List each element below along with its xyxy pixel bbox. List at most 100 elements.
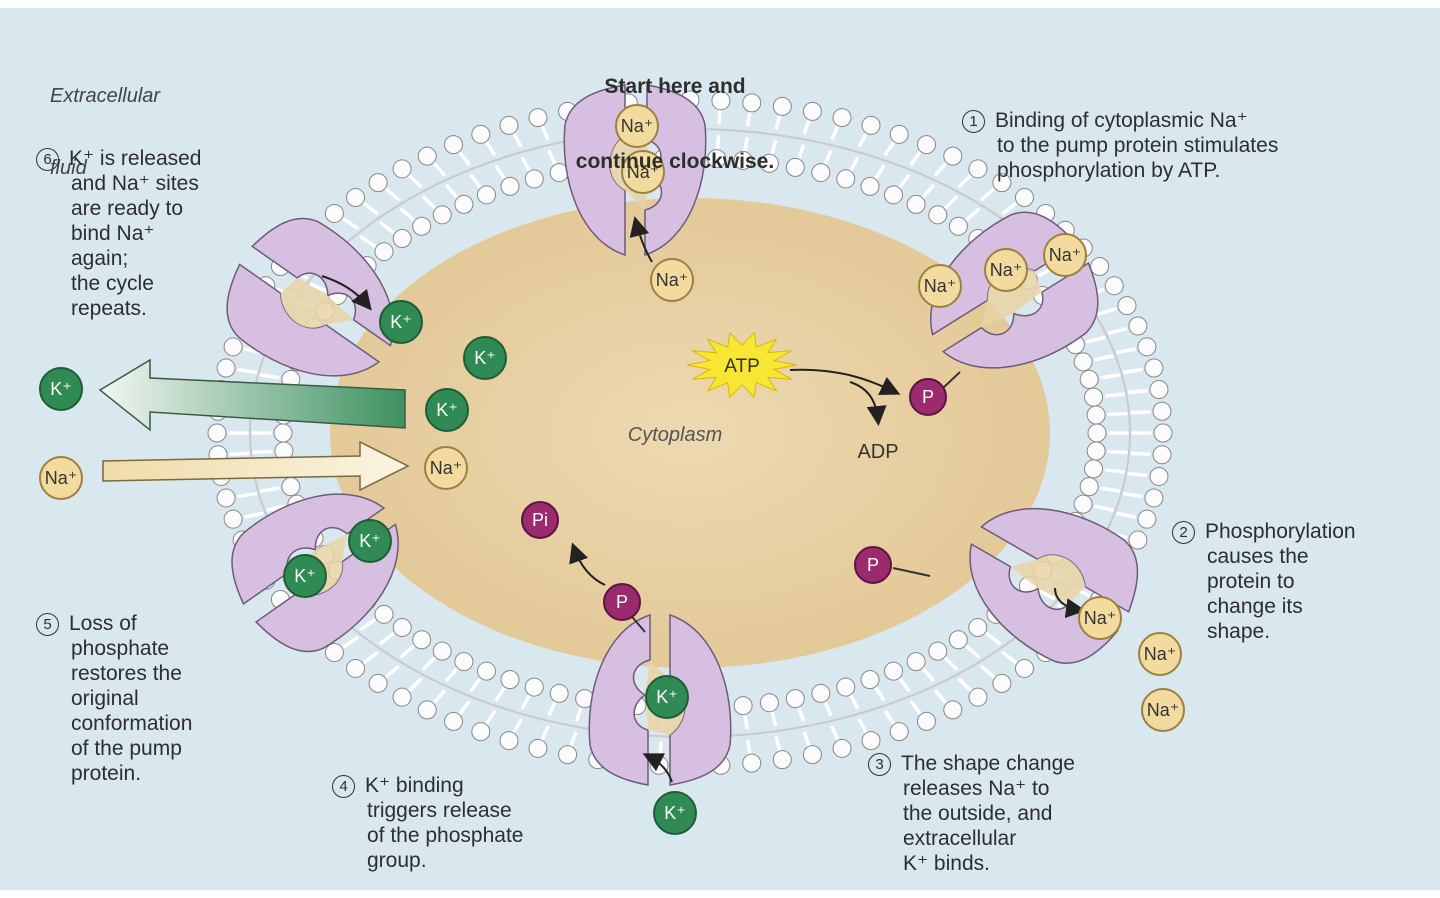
lipid-head bbox=[1073, 352, 1093, 372]
step-3-line: the outside, and bbox=[868, 801, 1075, 826]
step-5-text: conformation bbox=[71, 712, 193, 735]
lipid-head bbox=[928, 205, 948, 225]
step-6-text: the cycle bbox=[71, 272, 154, 295]
lipid-tail bbox=[1037, 589, 1056, 600]
lipid-tail bbox=[521, 156, 532, 173]
lipid-head bbox=[432, 205, 452, 225]
sodium-ion-circle bbox=[39, 456, 83, 500]
sodium-ion: Na⁺ bbox=[984, 248, 1028, 292]
sodium-ion-label: Na⁺ bbox=[990, 260, 1023, 280]
phosphate-group-circle bbox=[854, 546, 892, 584]
step-3-text: extracellular bbox=[903, 827, 1017, 850]
lipid-tail bbox=[746, 110, 752, 127]
step-5-line: restores the bbox=[36, 661, 192, 686]
lipid-tail bbox=[445, 184, 459, 199]
potassium-ion-circle bbox=[463, 336, 507, 380]
lipid-tail bbox=[898, 677, 911, 692]
lipid-head bbox=[392, 617, 412, 637]
lipid-tail bbox=[1093, 504, 1114, 512]
step-3-line: releases Na⁺ to bbox=[868, 776, 1075, 801]
lipid-tail bbox=[1100, 373, 1121, 380]
extracellular-line-1: Extracellular bbox=[50, 85, 161, 107]
lipid-tail bbox=[921, 184, 935, 199]
step-4-line: group. bbox=[332, 848, 523, 873]
potassium-ion-label: K⁺ bbox=[474, 348, 496, 368]
sodium-influx-arrow bbox=[102, 440, 410, 492]
sodium-ion-circle bbox=[1141, 688, 1185, 732]
lipid-tail bbox=[1107, 449, 1128, 455]
sodium-ion-circle bbox=[1078, 596, 1122, 640]
lipid-head bbox=[374, 604, 394, 624]
atp-label: ATP bbox=[724, 356, 760, 377]
lipid-tail bbox=[985, 632, 1001, 645]
step-5-line: protein. bbox=[36, 761, 192, 786]
pump-protein-6 bbox=[226, 217, 394, 377]
lipid-tail bbox=[743, 136, 749, 154]
step-4-line: triggers release bbox=[332, 798, 523, 823]
potassium-ion-circle bbox=[39, 367, 83, 411]
pump-subunit-right bbox=[251, 217, 394, 347]
lipid-head bbox=[216, 358, 236, 378]
lipid-tail bbox=[384, 187, 400, 201]
lipid-head bbox=[1117, 296, 1137, 316]
lipid-tail bbox=[943, 195, 958, 210]
sodium-ion-circle bbox=[918, 264, 962, 308]
lipid-head bbox=[992, 173, 1012, 193]
lipid-head bbox=[860, 176, 880, 196]
lipid-head bbox=[948, 216, 968, 236]
lipid-tail bbox=[770, 139, 778, 157]
lipid-head bbox=[707, 149, 727, 169]
lipid-head bbox=[968, 159, 988, 179]
lipid-tail bbox=[957, 677, 972, 692]
potassium-ion-label: K⁺ bbox=[359, 531, 381, 551]
lipid-head bbox=[412, 216, 432, 236]
lipid-head bbox=[324, 203, 344, 223]
lipid-tail bbox=[342, 636, 359, 649]
adp-release-arrow bbox=[849, 381, 887, 426]
ions: Na⁺Na⁺Na⁺Na⁺Na⁺Na⁺Na⁺Na⁺Na⁺Na⁺Na⁺K⁺K⁺K⁺K… bbox=[39, 104, 1185, 835]
potassium-ion-circle bbox=[379, 300, 423, 344]
lipid-head bbox=[392, 229, 412, 249]
step-6-text: bind Na⁺ bbox=[71, 222, 155, 245]
phosphate-group: P bbox=[603, 583, 641, 621]
lipid-tail bbox=[1085, 335, 1106, 344]
lipid-head bbox=[1084, 459, 1104, 479]
lipid-tail bbox=[342, 217, 359, 230]
start-line-2: continue clockwise. bbox=[575, 150, 775, 173]
step-5-number: 5 bbox=[36, 613, 59, 636]
potassium-ion: K⁺ bbox=[425, 388, 469, 432]
sodium-ion-label: Na⁺ bbox=[656, 270, 689, 290]
lipid-head bbox=[968, 617, 988, 637]
lipid-head bbox=[500, 670, 520, 690]
lipid-tail bbox=[379, 632, 395, 645]
potassium-ion-label: K⁺ bbox=[50, 379, 72, 399]
lipid-tail bbox=[408, 174, 423, 189]
phosphate-group-label: P bbox=[616, 592, 628, 612]
lipid-tail bbox=[400, 207, 415, 222]
step-1-text: phosphorylation by ATP. bbox=[997, 159, 1221, 182]
step-3-line: K⁺ binds. bbox=[868, 851, 1075, 876]
lipid-tail bbox=[717, 107, 722, 125]
sodium-ion-circle bbox=[615, 104, 659, 148]
lipid-tail bbox=[823, 700, 833, 716]
adp-label: ADP bbox=[857, 441, 898, 463]
lipid-head bbox=[943, 700, 963, 720]
lipid-tail bbox=[494, 685, 506, 702]
atp-to-phosphate-arrow bbox=[789, 368, 901, 395]
sodium-ion-label: Na⁺ bbox=[430, 458, 463, 478]
lipid-head bbox=[992, 673, 1012, 693]
lipid-head bbox=[948, 630, 968, 650]
lipid-head bbox=[1084, 387, 1104, 407]
lipid-head bbox=[772, 96, 792, 116]
lipid-tail bbox=[965, 207, 980, 222]
lipid-tail bbox=[1107, 327, 1128, 335]
lipid-tail bbox=[802, 118, 811, 135]
lipid-head bbox=[759, 693, 779, 713]
cytoplasm-label: Cytoplasm bbox=[628, 424, 722, 446]
potassium-ion: K⁺ bbox=[348, 519, 392, 563]
